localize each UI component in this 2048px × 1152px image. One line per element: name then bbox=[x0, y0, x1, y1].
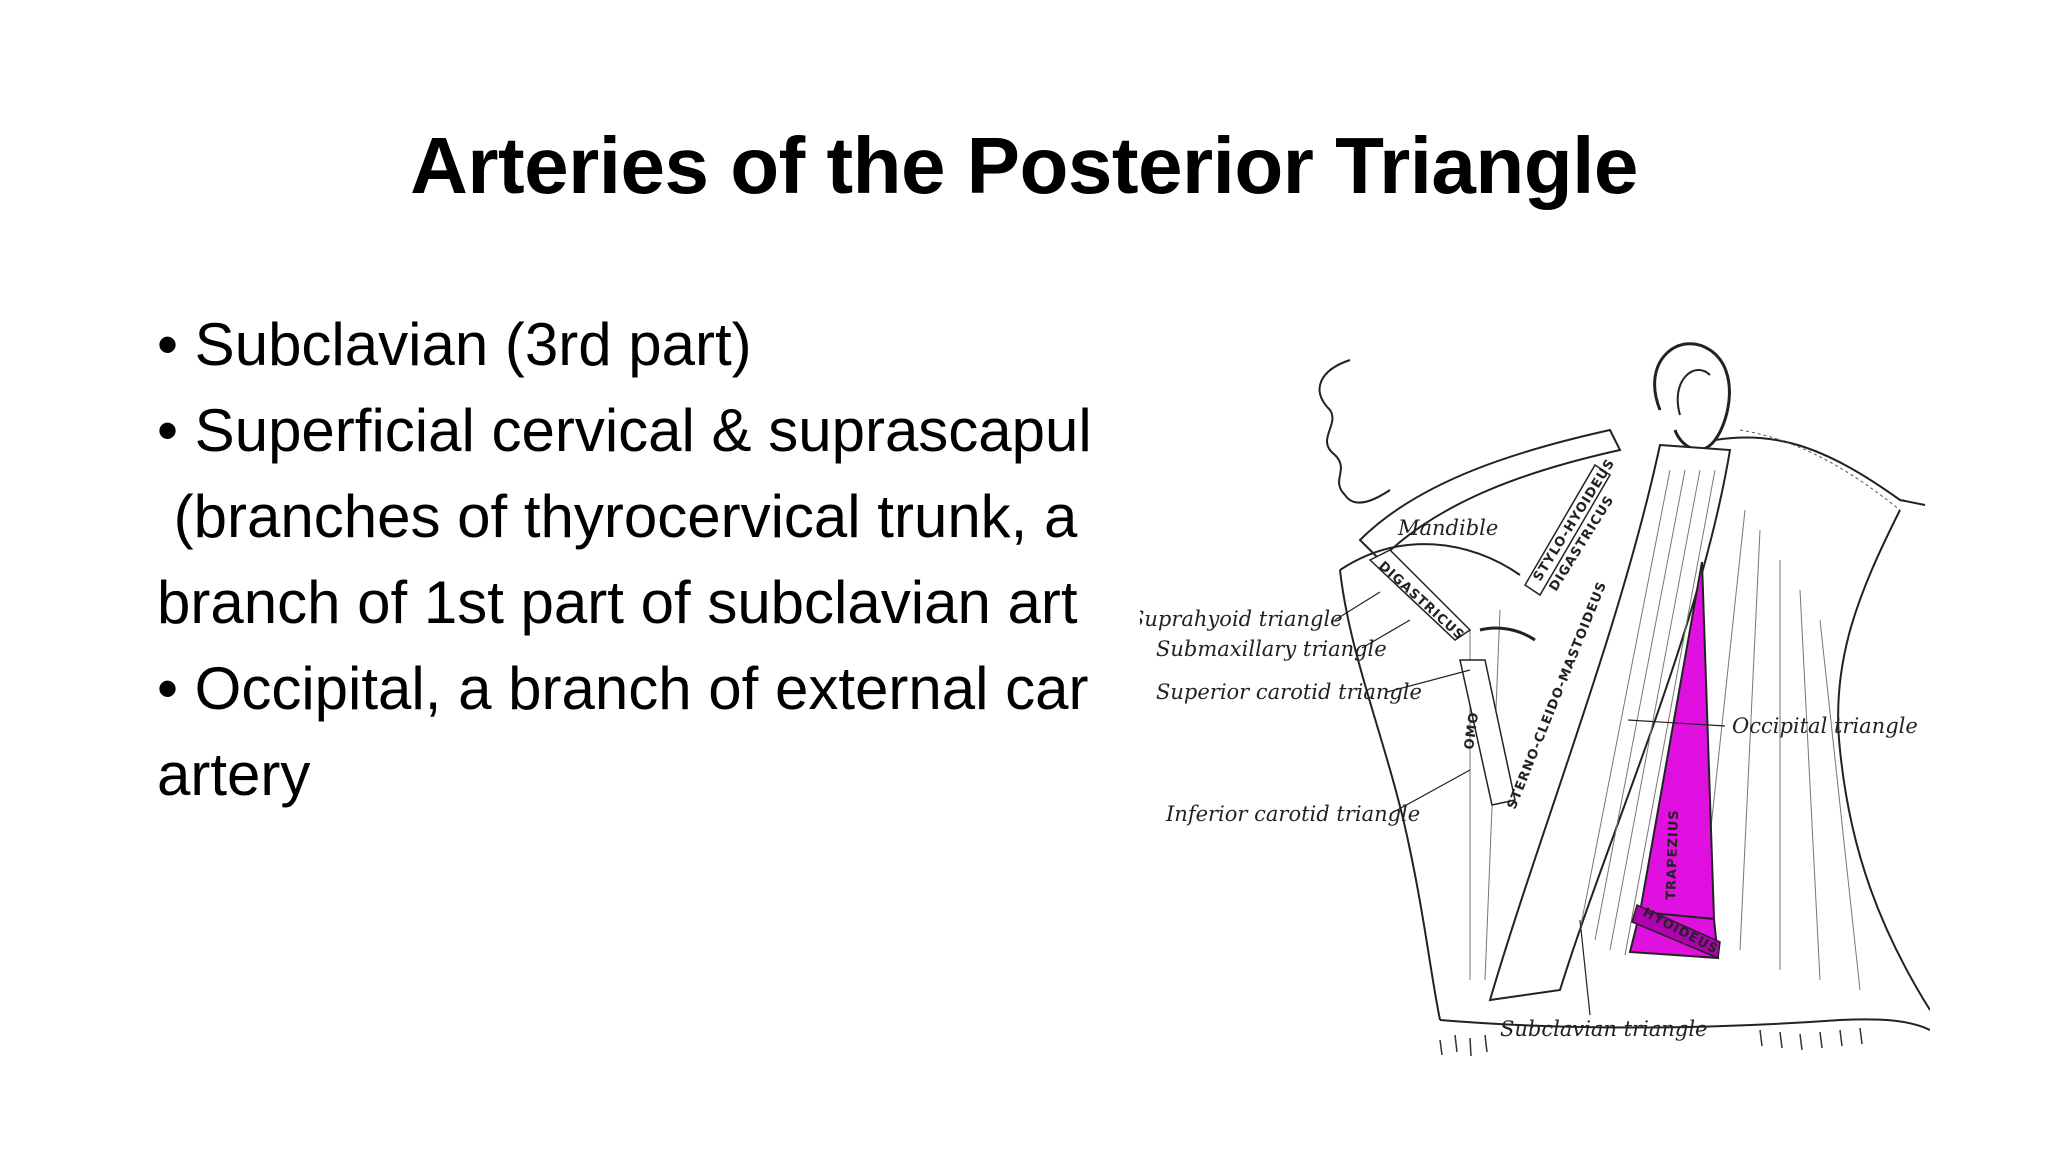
occipital-triangle-label: Occipital triangle bbox=[1732, 714, 1918, 738]
suprahyoid-triangle-label: Suprahyoid triangle bbox=[1140, 607, 1343, 631]
bullet-line: • Subclavian (3rd part) bbox=[157, 311, 752, 378]
ear-outline bbox=[1653, 342, 1731, 452]
leader-lines bbox=[1334, 591, 1726, 1016]
superior-carotid-triangle-label: Superior carotid triangle bbox=[1156, 680, 1422, 704]
bullet-list: • Subclavian (3rd part) • Superficial ce… bbox=[157, 302, 1147, 822]
bullet-line: branch of 1st part of subclavian art bbox=[157, 569, 1078, 636]
hyoid bbox=[1479, 626, 1536, 642]
slide-title: Arteries of the Posterior Triangle bbox=[410, 121, 1638, 210]
submaxillary-triangle-label: Submaxillary triangle bbox=[1156, 637, 1387, 661]
shoulder-texture bbox=[1439, 1027, 1863, 1057]
bullet-line: (branches of thyrocervical trunk, a bbox=[157, 483, 1078, 550]
face-outline bbox=[1318, 359, 1391, 504]
omo-muscle bbox=[1459, 659, 1516, 806]
anatomy-drawing: Mandible Suprahyoid triangle Submaxillar… bbox=[1140, 342, 1930, 1057]
subclavian-triangle-label: Subclavian triangle bbox=[1500, 1017, 1707, 1041]
digastricus-anterior-label: DIGASTRICUS bbox=[1375, 559, 1467, 644]
bullet-line: • Superficial cervical & suprascapul bbox=[157, 397, 1092, 464]
mandible bbox=[1358, 428, 1622, 562]
omo-label: OMO bbox=[1462, 711, 1482, 751]
bullet-line: artery bbox=[157, 741, 311, 808]
mandible-label: Mandible bbox=[1397, 516, 1498, 540]
neck-triangles-illustration: Mandible Suprahyoid triangle Submaxillar… bbox=[1140, 330, 1930, 1070]
digastric bbox=[1368, 549, 1472, 641]
trapezius-label: TRAPEZIUS bbox=[1664, 809, 1682, 900]
omohyoid-band bbox=[1631, 903, 1721, 960]
bullet-line: • Occipital, a branch of external car bbox=[157, 655, 1089, 722]
inferior-carotid-triangle-label: Inferior carotid triangle bbox=[1165, 802, 1420, 826]
sternocleidomastoid bbox=[1488, 443, 1732, 1002]
stylohyoid bbox=[1523, 463, 1612, 597]
